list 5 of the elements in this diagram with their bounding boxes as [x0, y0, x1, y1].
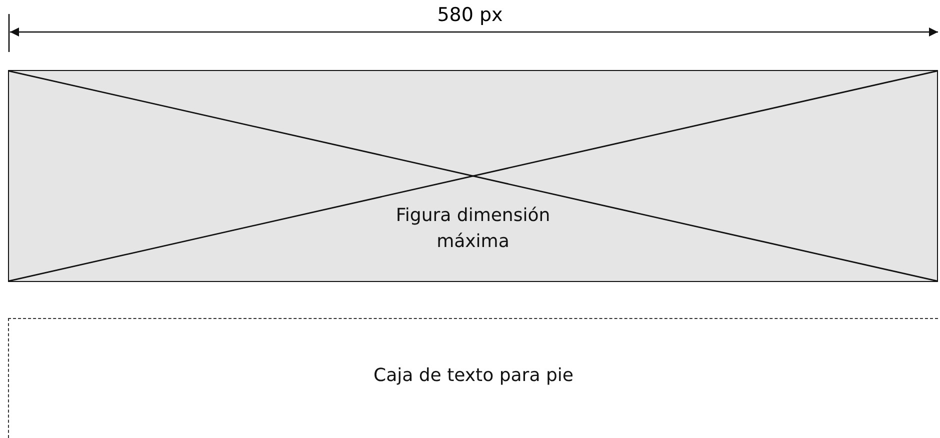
box-label: Caja de texto para pie — [372, 364, 574, 388]
box-label: Figura dimensión máxima — [394, 204, 552, 254]
dimension-label: 580 px — [437, 4, 503, 26]
image-placeholder-box — [8, 70, 938, 282]
text-box — [8, 318, 938, 438]
